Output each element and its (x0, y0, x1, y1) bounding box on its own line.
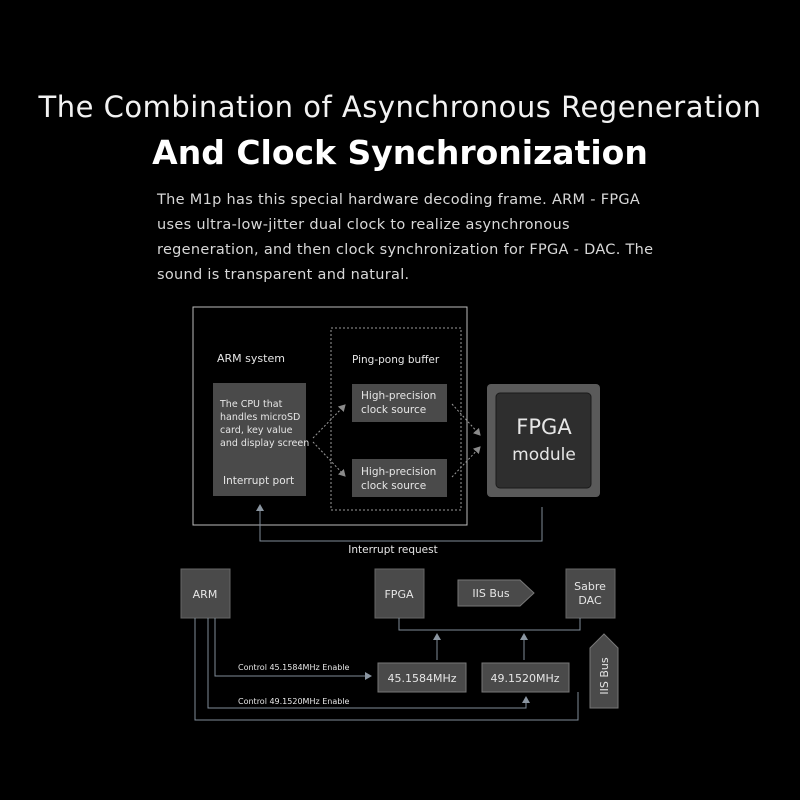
description-paragraph: The M1p has this special hardware decodi… (157, 192, 654, 283)
clock-49-label: 49.1520MHz (490, 672, 559, 685)
pingpong-buffer-label: Ping-pong buffer (352, 354, 440, 366)
control-49-label: Control 49.1520MHz Enable (238, 697, 350, 706)
fpga-chip-label: FPGA (384, 588, 413, 601)
arm-control-lines (194, 618, 579, 721)
interrupt-request-line (256, 504, 543, 542)
arm-system-label: ARM system (217, 352, 285, 365)
fpga-module-chip-inner (495, 392, 592, 489)
cpu-box-line-2: handles microSD (220, 412, 300, 423)
clock-45-label: 45.1584MHz (387, 672, 456, 685)
clock-distribution-lines (398, 618, 581, 660)
iis-bus-vertical-label: IIS Bus (598, 657, 611, 694)
interrupt-request-label: Interrupt request (348, 544, 437, 556)
iis-bus-vertical-arrow (589, 633, 619, 709)
clock-source-1-line-1: High-precision (361, 390, 436, 402)
control-45-label: Control 45.1584MHz Enable (238, 663, 350, 672)
sabre-dac-line-1: Sabre (574, 580, 606, 593)
cpu-box-line-1: The CPU that (219, 399, 283, 410)
clock-45-box (377, 662, 467, 693)
interrupt-port-label: Interrupt port (223, 475, 294, 487)
sabre-dac-chip (565, 568, 616, 619)
clock-source-2-line-1: High-precision (361, 466, 436, 478)
clock-source-box-1 (352, 384, 447, 422)
arm-system-frame (192, 306, 468, 526)
page-title-line1: The Combination of Asynchronous Regenera… (38, 90, 762, 124)
clock-49-box (481, 662, 570, 693)
fpga-chip (374, 568, 425, 619)
clock-source-2-line-2: clock source (361, 480, 426, 492)
pingpong-buffer-frame (330, 327, 462, 511)
iis-bus-arrow (457, 579, 535, 607)
fpga-module-line-2: module (512, 445, 576, 465)
arm-chip-label: ARM (193, 588, 218, 601)
fpga-module-line-1: FPGA (516, 415, 572, 439)
arm-chip (180, 568, 231, 619)
page-title-line2: And Clock Synchronization (152, 133, 648, 172)
sabre-dac-line-2: DAC (578, 594, 602, 607)
cpu-to-clock-arrows (312, 403, 481, 478)
cpu-box-line-4: and display screen (220, 438, 309, 449)
clock-source-1-line-2: clock source (361, 404, 426, 416)
cpu-box-line-3: card, key value (220, 425, 293, 436)
cpu-box (213, 383, 306, 496)
iis-bus-arrow-label: IIS Bus (472, 587, 509, 600)
clock-source-box-2 (352, 459, 447, 497)
